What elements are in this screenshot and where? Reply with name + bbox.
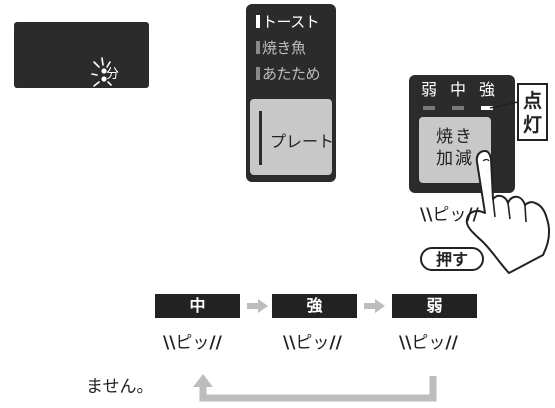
doneness-button-label: 焼き 加減 xyxy=(419,126,491,170)
mode-item-label: あたため xyxy=(262,65,321,83)
timer-unit-label: 分 xyxy=(106,67,120,82)
beep-sound-mark: \\ピッ// xyxy=(163,335,222,352)
sequence-box-medium: 中 xyxy=(155,294,240,318)
beep-right-marks-icon: // xyxy=(329,333,342,353)
beep-left-marks-icon: \\ xyxy=(283,333,296,353)
mode-indicator-led xyxy=(256,67,260,80)
beep-sound-mark: \\ピッ// xyxy=(399,335,458,352)
mode-item-label: トースト xyxy=(262,13,320,31)
doneness-label-line1: 焼き xyxy=(436,127,474,147)
level-label-strong: 強 xyxy=(478,80,495,99)
callout-line2: 灯 xyxy=(522,114,542,136)
light-on-callout: 点 灯 xyxy=(517,83,548,141)
doneness-panel: 弱 中 強 焼き 加減 xyxy=(409,75,515,193)
mode-item-warm-up[interactable]: あたため xyxy=(256,65,321,83)
pressing-hand-icon xyxy=(465,150,551,274)
plate-indicator-bar xyxy=(259,111,262,165)
beep-right-marks-icon: // xyxy=(466,205,479,225)
plate-button[interactable]: プレート xyxy=(250,99,335,175)
plate-button-label: プレート xyxy=(270,132,335,151)
level-label-medium: 中 xyxy=(449,80,466,99)
mode-item-label: 焼き魚 xyxy=(262,39,306,57)
callout-pointer-line xyxy=(490,101,519,109)
right-arrow-icon xyxy=(247,299,268,313)
level-led-weak xyxy=(423,106,435,110)
sequence-box-weak: 弱 xyxy=(392,294,477,318)
beep-right-marks-icon: // xyxy=(209,333,222,353)
beep-sound-text: ピッ xyxy=(175,333,210,353)
doneness-label-line2: 加減 xyxy=(436,149,474,169)
sequence-box-strong: 強 xyxy=(272,294,357,318)
mode-indicator-led xyxy=(256,41,260,54)
beep-left-marks-icon: \\ xyxy=(399,333,412,353)
beep-sound-mark: \\ピッ// xyxy=(420,207,479,224)
return-loop-arrow-icon xyxy=(193,374,437,402)
blinking-colon-icon xyxy=(91,57,112,87)
level-led-medium xyxy=(452,106,464,110)
light-on-callout-text: 点 灯 xyxy=(519,89,546,137)
beep-sound-text: ピッ xyxy=(295,333,330,353)
press-label: 押す xyxy=(420,247,484,271)
beep-sound-text: ピッ xyxy=(432,205,467,225)
beep-sound-mark: \\ピッ// xyxy=(283,335,342,352)
mode-item-grilled-fish[interactable]: 焼き魚 xyxy=(256,41,306,56)
level-label-weak: 弱 xyxy=(420,80,437,99)
mode-panel: トースト 焼き魚 あたため プレート xyxy=(246,4,336,182)
mode-item-toast[interactable]: トースト xyxy=(256,13,320,31)
beep-sound-text: ピッ xyxy=(411,333,446,353)
instruction-text-fragment: ません。 xyxy=(86,377,154,397)
beep-left-marks-icon: \\ xyxy=(163,333,176,353)
beep-right-marks-icon: // xyxy=(445,333,458,353)
level-led-strong xyxy=(481,106,493,110)
callout-line1: 点 xyxy=(522,90,542,112)
mode-indicator-led xyxy=(256,15,260,28)
beep-left-marks-icon: \\ xyxy=(420,205,433,225)
timer-display: 分 xyxy=(14,22,149,88)
right-arrow-icon xyxy=(364,299,385,313)
